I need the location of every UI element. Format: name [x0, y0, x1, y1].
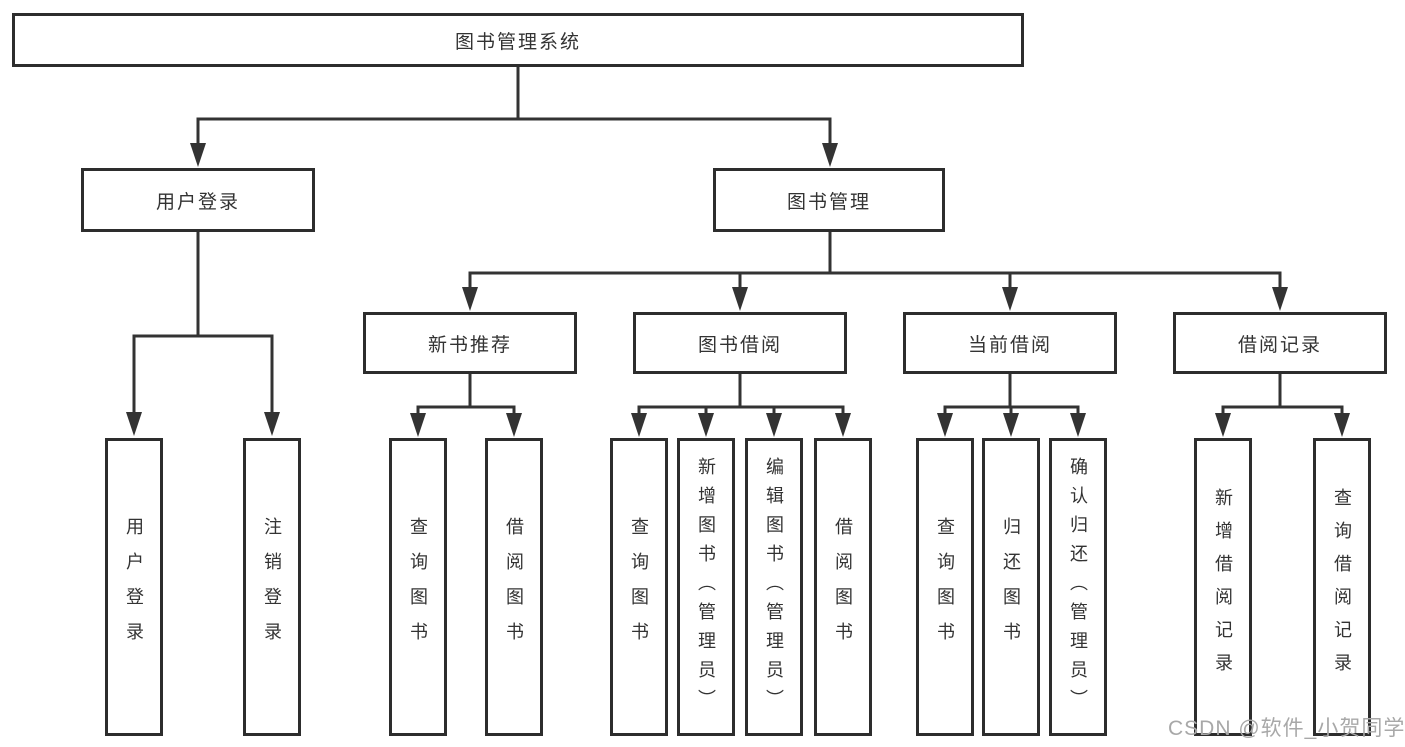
leaf-query-borrow-record: 查询借阅记录	[1313, 438, 1371, 736]
node-book-mgmt: 图书管理	[713, 168, 945, 232]
arrowhead-leaf-d3	[1070, 413, 1086, 437]
leaf-rec-query-books-label: 查询图书	[408, 517, 428, 657]
node-root-system: 图书管理系统	[12, 13, 1024, 67]
connector-user-login-to-children	[132, 232, 274, 414]
leaf-borrow-query-books: 查询图书	[610, 438, 668, 736]
connector-current-borrow-group	[943, 374, 1080, 415]
node-user-login-label: 用户登录	[155, 191, 240, 213]
arrowhead-leaf-e1	[1215, 413, 1231, 437]
node-book-borrow: 图书借阅	[633, 312, 847, 374]
leaf-add-books-admin: 新增图书（管理员）	[677, 438, 735, 736]
arrowhead-leaf-b2	[506, 413, 522, 437]
leaf-user-login-label: 用户登录	[124, 517, 144, 657]
leaf-return-books: 归还图书	[982, 438, 1040, 736]
leaf-edit-books-admin: 编辑图书（管理员）	[745, 438, 803, 736]
connector-borrow-records-group	[1221, 374, 1344, 415]
arrowhead-leaf-c1	[631, 413, 647, 437]
arrowhead-leaf-c2	[698, 413, 714, 437]
node-new-book-rec-label: 新书推荐	[427, 334, 512, 356]
node-borrow-records: 借阅记录	[1173, 312, 1387, 374]
arrowhead-book-mgmt	[822, 143, 838, 167]
arrowhead-leaf-c4	[835, 413, 851, 437]
connector-book-mgmt-to-level3	[468, 232, 1282, 289]
leaf-borrow-query-books-label: 查询图书	[629, 517, 649, 657]
arrowhead-borrow-records	[1272, 287, 1288, 311]
arrowhead-leaf-a2	[264, 412, 280, 436]
leaf-user-login: 用户登录	[105, 438, 163, 736]
leaf-current-query-books: 查询图书	[916, 438, 974, 736]
csdn-watermark: CSDN @软件_小贺同学	[1168, 717, 1405, 740]
node-user-login: 用户登录	[81, 168, 315, 232]
node-root-system-label: 图书管理系统	[454, 31, 581, 53]
arrowhead-current-borrow	[1002, 287, 1018, 311]
leaf-logout: 注销登录	[243, 438, 301, 736]
arrowhead-leaf-a1	[126, 412, 142, 436]
arrowhead-book-borrow	[732, 287, 748, 311]
arrowhead-leaf-c3	[766, 413, 782, 437]
arrowhead-leaf-d1	[937, 413, 953, 437]
node-new-book-rec: 新书推荐	[363, 312, 577, 374]
arrowhead-user-login	[190, 143, 206, 167]
leaf-current-query-books-label: 查询图书	[935, 517, 955, 657]
leaf-add-books-admin-label: 新增图书（管理员）	[696, 456, 716, 718]
connector-new-book-rec-group	[416, 374, 516, 415]
leaf-borrow-books-label: 借阅图书	[833, 517, 853, 657]
node-borrow-records-label: 借阅记录	[1237, 334, 1322, 356]
arrowhead-leaf-b1	[410, 413, 426, 437]
leaf-add-borrow-record-label: 新增借阅记录	[1213, 488, 1233, 686]
leaf-add-borrow-record: 新增借阅记录	[1194, 438, 1252, 736]
leaf-logout-label: 注销登录	[262, 517, 282, 657]
leaf-return-books-label: 归还图书	[1001, 517, 1021, 657]
node-book-mgmt-label: 图书管理	[786, 191, 871, 213]
node-current-borrow-label: 当前借阅	[967, 334, 1052, 356]
leaf-rec-borrow-books: 借阅图书	[485, 438, 543, 736]
node-current-borrow: 当前借阅	[903, 312, 1117, 374]
arrowheads	[126, 143, 1350, 437]
arrowhead-new-book-rec	[462, 287, 478, 311]
arrowhead-leaf-e2	[1334, 413, 1350, 437]
node-book-borrow-label: 图书借阅	[697, 334, 782, 356]
connector-root-to-level2	[196, 66, 832, 145]
arrowhead-leaf-d2	[1003, 413, 1019, 437]
leaf-edit-books-admin-label: 编辑图书（管理员）	[764, 456, 784, 718]
leaf-confirm-return-admin: 确认归还（管理员）	[1049, 438, 1107, 736]
connector-book-borrow-group	[637, 374, 845, 415]
leaf-rec-borrow-books-label: 借阅图书	[504, 517, 524, 657]
leaf-rec-query-books: 查询图书	[389, 438, 447, 736]
leaf-borrow-books: 借阅图书	[814, 438, 872, 736]
leaf-query-borrow-record-label: 查询借阅记录	[1332, 488, 1352, 686]
leaf-confirm-return-admin-label: 确认归还（管理员）	[1068, 456, 1088, 718]
